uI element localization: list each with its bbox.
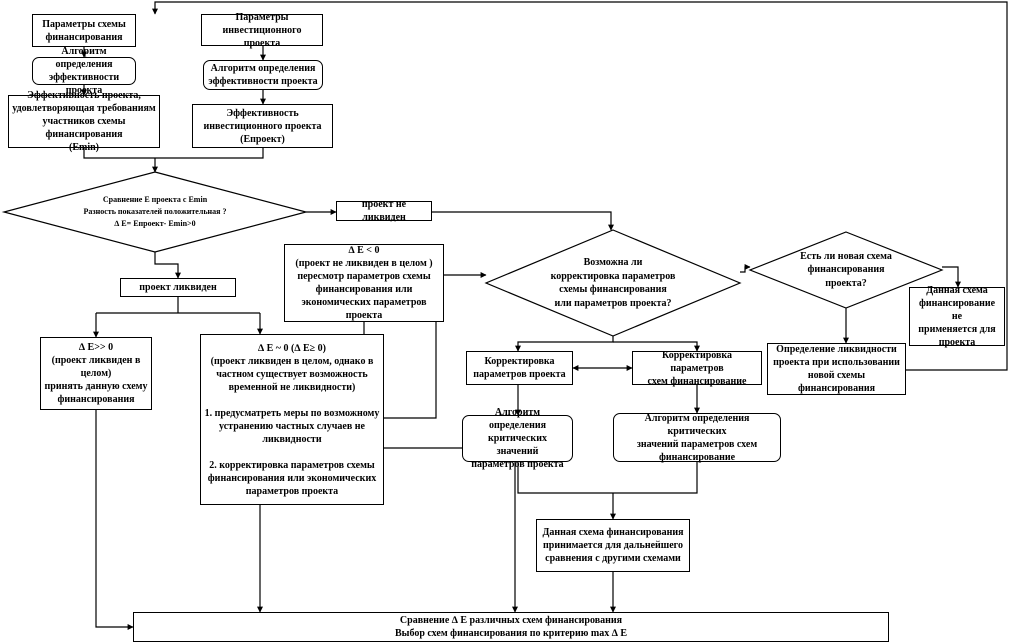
eff-project-box: Эффективность инвестиционного проекта (Е… bbox=[192, 104, 333, 148]
compare-diamond-text: Сравнение Е проекта с Emin Разность пока… bbox=[83, 195, 227, 228]
algo-eff-left-box: Алгоритм определения эффективности проек… bbox=[32, 46, 136, 96]
final-comparison-box: Сравнение ∆ Е различных схем финансирова… bbox=[133, 612, 889, 642]
new-scheme-text: Есть ли новая схема финансирования проек… bbox=[800, 250, 892, 289]
eff-min-box: Эффективность проекта, удовлетворяющая т… bbox=[8, 90, 160, 153]
scheme-not-applied-box: Данная схема финансирование не применяет… bbox=[909, 285, 1005, 348]
algo-eff-right-box: Алгоритм определения эффективности проек… bbox=[203, 60, 323, 90]
liquidity-new-box: Определение ликвидности проекта при испо… bbox=[767, 343, 906, 395]
loop-back-line bbox=[152, 1, 1008, 371]
liquid-box: проект ликвиден bbox=[120, 278, 236, 297]
scheme-accepted-box: Данная схема финансирования принимается … bbox=[536, 519, 690, 572]
algo-crit-scheme-box: Алгоритм определения критических значени… bbox=[613, 413, 781, 463]
correct-project-box: Корректировка параметров проекта bbox=[466, 351, 573, 385]
de-much-greater-box: ∆ Е>> 0 (проект ликвиден в целом) принят… bbox=[40, 337, 152, 410]
de-approx-zero-box: ∆ Е ~ 0 (∆ Е≥ 0) (проект ликвиден в цело… bbox=[200, 334, 384, 505]
correct-scheme-box: Корректировка параметров схем финансиров… bbox=[632, 350, 762, 387]
algo-crit-project-box: Алгоритм определения критических значени… bbox=[462, 407, 573, 470]
correction-possible-text: Возможна ли корректировка параметров схе… bbox=[550, 257, 676, 309]
financing-params-box: Параметры схемы финансирования bbox=[32, 14, 136, 47]
investment-params-box: Параметры инвестиционного проекта bbox=[201, 12, 323, 49]
de-negative-box: ∆ Е < 0 (проект не ликвиден в целом ) пе… bbox=[284, 244, 444, 322]
not-liquid-box: проект не ликвиден bbox=[336, 199, 432, 223]
